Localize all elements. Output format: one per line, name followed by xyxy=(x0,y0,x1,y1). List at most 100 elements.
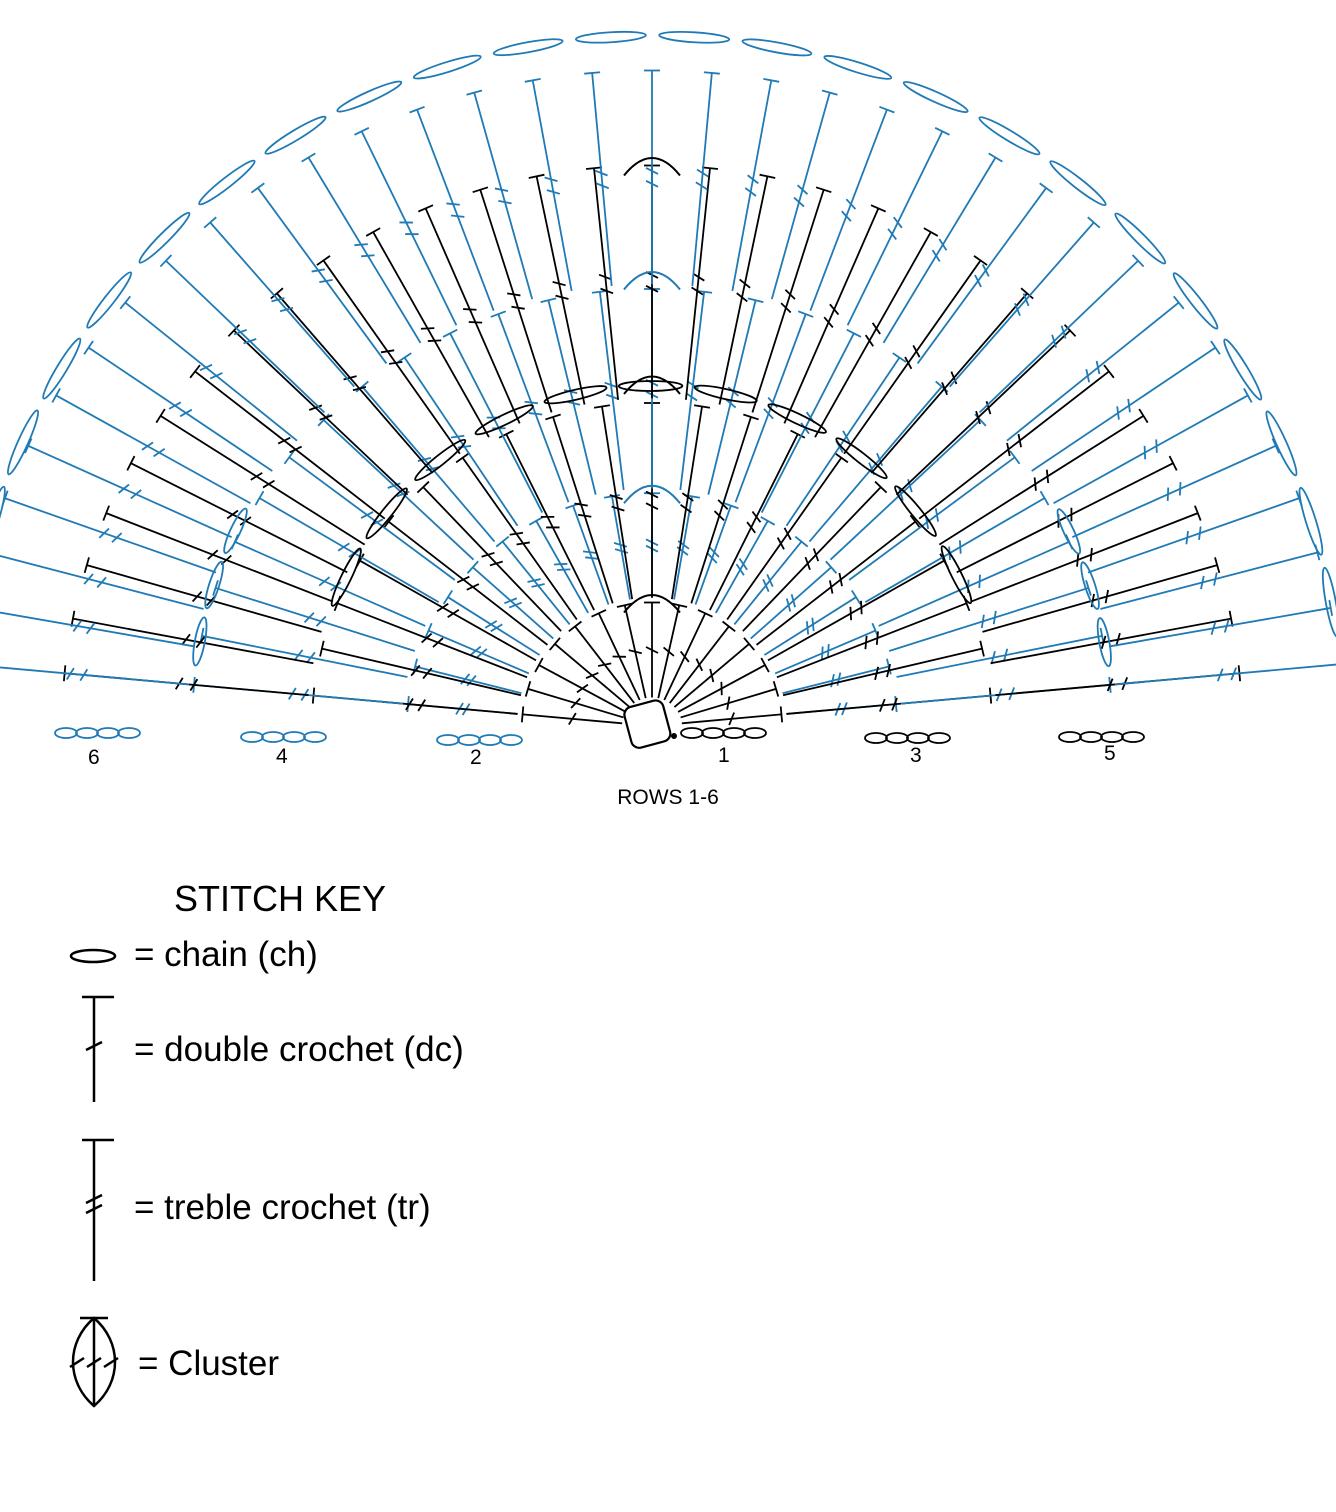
row-1-turning-chain xyxy=(702,728,724,738)
row-5-stitch xyxy=(896,325,1075,495)
row-6-stitch xyxy=(1054,388,1252,503)
row-1-stitch xyxy=(526,681,624,717)
row-1-stitch xyxy=(674,638,754,707)
row-label-1: 1 xyxy=(718,744,730,768)
row-2-stitch xyxy=(674,495,700,599)
key-item-cluster: = Cluster xyxy=(60,1312,460,1412)
row-6-chain-arch xyxy=(136,209,193,266)
row-5-stitch xyxy=(784,205,885,423)
row-4-chain-arch xyxy=(221,507,251,556)
double-crochet-symbol-icon xyxy=(60,990,130,1110)
row-6-stitch xyxy=(525,79,572,291)
row-6-stitch xyxy=(52,388,250,503)
row-6-stitch xyxy=(354,128,456,325)
row-6-chain-arch xyxy=(196,157,257,208)
row-2-stitch xyxy=(444,590,540,655)
row-2-stitch xyxy=(764,590,860,655)
row-2-stitch xyxy=(696,503,739,605)
row-6-turning-chain xyxy=(118,728,140,738)
chain-symbol-icon xyxy=(60,935,130,975)
crochet-chart xyxy=(0,0,1336,830)
row-4-stitch xyxy=(592,291,624,490)
row-6-chain-arch xyxy=(493,36,564,58)
row-3-stitch xyxy=(786,688,991,714)
row-4-turning-chain xyxy=(262,732,284,742)
row-3-stitch xyxy=(743,482,887,632)
row-6-turning-chain xyxy=(76,728,98,738)
row-6-stitch xyxy=(2,491,216,573)
row-6-chain-arch xyxy=(39,336,84,401)
row-5-stitch xyxy=(995,665,1240,695)
row-6-stitch xyxy=(584,72,611,286)
key-label-double-crochet: = double crochet (dc) xyxy=(134,1030,464,1070)
row-2-stitch xyxy=(734,537,807,625)
row-label-6: 6 xyxy=(88,746,100,770)
row-6-chain-arch xyxy=(742,36,813,59)
row-6-stitch xyxy=(848,128,950,325)
row-6-stitch xyxy=(410,107,494,311)
chart-caption: ROWS 1-6 xyxy=(0,786,1336,810)
row-5-stitch xyxy=(815,228,938,437)
row-6-chain-arch xyxy=(902,78,970,116)
row-3-stitch xyxy=(691,415,758,604)
row-6-stitch xyxy=(251,183,386,363)
row-5-stitch xyxy=(317,256,460,454)
row-1-turning-chain xyxy=(723,728,745,738)
row-5-stitch xyxy=(586,167,618,399)
row-4-stitch xyxy=(200,628,407,677)
row-1-stitch xyxy=(592,610,640,700)
row-5-stitch xyxy=(686,167,718,399)
stitch-key-title: STITCH KEY xyxy=(174,878,386,920)
row-3-stitch xyxy=(384,515,548,645)
row-5-turning-chain xyxy=(1122,732,1144,742)
row-1-stitch xyxy=(681,681,779,717)
row-2-turning-chain xyxy=(437,735,459,745)
row-6-stitch xyxy=(1115,656,1336,684)
row-6-turning-chain xyxy=(97,728,119,738)
row-1-turning-chain xyxy=(744,728,766,738)
row-6-stitch xyxy=(1109,600,1332,646)
row-3-chain-arch xyxy=(938,544,975,605)
row-4-stitch xyxy=(897,628,1104,677)
row-3-stitch xyxy=(417,482,561,632)
row-6-chain-arch xyxy=(1296,486,1326,556)
row-6-chain-arch xyxy=(1047,158,1108,209)
key-label-treble-crochet: = treble crochet (tr) xyxy=(134,1188,431,1228)
row-2-stitch xyxy=(604,495,630,599)
row-6-stitch xyxy=(0,656,189,684)
row-4-stitch xyxy=(193,677,403,704)
row-6-stitch xyxy=(84,341,272,471)
row-3-turning-chain xyxy=(907,733,929,743)
foundation-ring xyxy=(623,699,673,750)
row-6-stitch xyxy=(732,79,779,291)
start-dot xyxy=(671,733,677,739)
row-5-turning-chain xyxy=(1101,732,1123,742)
row-6-stitch xyxy=(467,90,533,299)
row-3-stitch xyxy=(545,415,612,604)
key-item-chain: = chain (ch) xyxy=(60,935,460,975)
row-4-stitch xyxy=(736,311,814,502)
row-6-stitch xyxy=(692,72,719,286)
row-5-stitch xyxy=(127,456,347,572)
row-2-stitch xyxy=(468,561,554,638)
row-6-turning-chain xyxy=(55,728,77,738)
row-6-chain-arch xyxy=(659,30,730,44)
row-6-stitch xyxy=(810,107,894,311)
row-4-stitch xyxy=(830,414,985,560)
row-1-stitch xyxy=(550,638,630,707)
row-1-stitch xyxy=(644,603,660,698)
row-6-stitch xyxy=(120,296,297,440)
row-5-stitch xyxy=(64,665,309,695)
row-6-stitch xyxy=(160,255,324,412)
row-4-stitch xyxy=(491,311,569,502)
row-6-stitch xyxy=(1007,296,1184,440)
row-5-stitch xyxy=(418,205,519,423)
row-4-stitch xyxy=(213,580,415,651)
row-4-stitch xyxy=(879,535,1073,626)
row-4-stitch xyxy=(318,414,473,560)
row-3-turning-chain xyxy=(865,733,887,743)
row-6-chain-arch xyxy=(977,113,1042,158)
row-6-chain-arch xyxy=(412,52,482,82)
row-label-3: 3 xyxy=(910,744,922,768)
row-4-turning-chain xyxy=(304,732,326,742)
